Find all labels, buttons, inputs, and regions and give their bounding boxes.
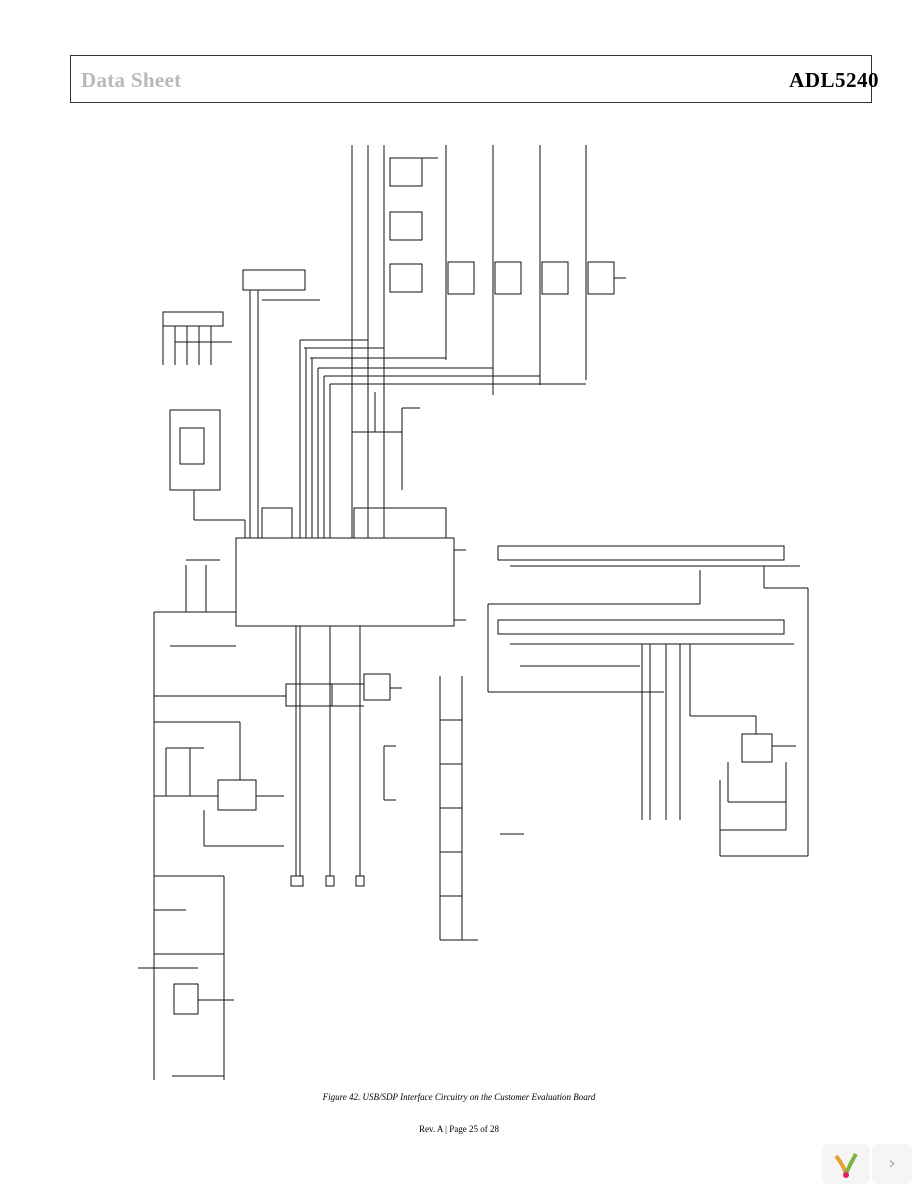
regulator-ic bbox=[217, 779, 257, 811]
crystal bbox=[179, 427, 205, 465]
page-footer: Rev. A | Page 25 of 28 bbox=[419, 1124, 499, 1134]
connector-top bbox=[497, 545, 785, 561]
page-header: Data Sheet ADL5240 bbox=[70, 55, 879, 103]
viewer-logo-icon bbox=[822, 1144, 870, 1184]
left-header bbox=[162, 311, 232, 365]
controller-ic bbox=[235, 537, 455, 627]
part-number: ADL5240 bbox=[789, 68, 879, 92]
connector-bottom bbox=[497, 619, 785, 635]
eeprom-ic bbox=[741, 733, 773, 763]
usb-ic bbox=[173, 983, 199, 1015]
chevron-right-icon[interactable]: › bbox=[872, 1144, 912, 1184]
doc-type-label: Data Sheet bbox=[81, 68, 182, 92]
figure-caption: Figure 42. USB/SDP Interface Circuitry o… bbox=[322, 1092, 596, 1102]
